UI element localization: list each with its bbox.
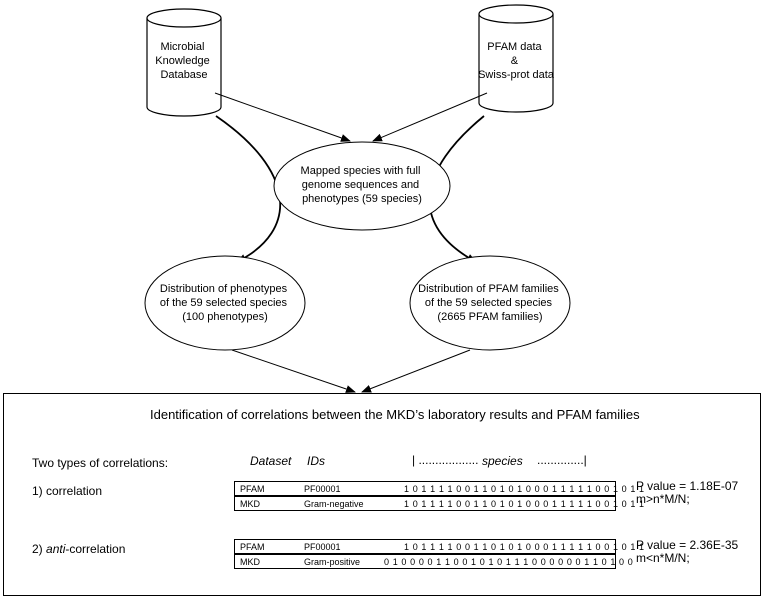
arrow-pfam-to-panel — [361, 349, 471, 393]
anti-correlation-row-mkd: MKD Gram-positive 0 1 0 0 0 0 1 1 0 0 1 … — [234, 554, 633, 569]
mapped-species-node: Mapped species with full genome sequence… — [273, 141, 451, 231]
arrow-phenotypes-to-panel — [231, 349, 356, 393]
svg-text:Mapped species with full: Mapped species with full genome sequence… — [301, 165, 424, 205]
row-bits: 1 0 1 1 1 1 0 0 1 1 0 1 0 1 0 0 0 1 1 1 … — [404, 484, 645, 494]
header-ids: IDs — [307, 454, 325, 468]
database-right-label: PFAM data & Swiss-prot data — [478, 41, 555, 81]
anti-correlation-condition: m<n*M/N; — [636, 551, 690, 565]
row-dataset: MKD — [240, 499, 260, 509]
header-species: species — [482, 454, 523, 468]
row-bits: 0 1 0 0 0 0 1 1 0 0 1 0 1 0 1 1 1 0 0 0 … — [384, 557, 634, 567]
pfam-distribution-node: Distribution of PFAM families of the 59 … — [409, 255, 571, 351]
row-id: PF00001 — [304, 484, 341, 494]
phenotype-distribution-node: Distribution of phenotypes of the 59 sel… — [144, 255, 306, 351]
database-left-label: Microbial Knowledge Database — [155, 41, 213, 81]
anti-correlation-pvalue: P value = 2.36E-35 — [636, 538, 739, 552]
panel-title: Identification of correlations between t… — [150, 407, 640, 422]
arrow-db-left-to-phenotypes — [215, 115, 282, 263]
svg-text:Distribution of PFAM families: Distribution of PFAM families of the 59 … — [418, 283, 562, 323]
svg-text:Distribution of phenotypes: Distribution of phenotypes of the 59 sel… — [160, 283, 290, 323]
row-bits: 1 0 1 1 1 1 0 0 1 1 0 1 0 1 0 0 0 1 1 1 … — [404, 499, 645, 509]
arrow-db-left-to-mapped — [214, 92, 351, 142]
anti-correlation-label: 2) anti-correlation — [32, 542, 126, 556]
arrow-db-right-to-mapped — [372, 92, 488, 142]
correlation-types-label: Two types of correlations: — [32, 456, 169, 470]
correlation-row-pfam: PFAM PF00001 1 0 1 1 1 1 0 0 1 1 0 1 0 1… — [234, 481, 644, 496]
row-id: Gram-positive — [304, 557, 361, 567]
correlation-pvalue: P value = 1.18E-07 — [636, 479, 739, 493]
row-dataset: PFAM — [240, 484, 265, 494]
row-dataset: MKD — [240, 557, 260, 567]
correlation-condition: m>n*M/N; — [636, 492, 690, 506]
header-species-left: | .................. — [412, 453, 479, 467]
correlation-panel: Identification of correlations between t… — [3, 393, 761, 596]
correlation-row-mkd: MKD Gram-negative 1 0 1 1 1 1 0 0 1 1 0 … — [234, 496, 644, 511]
header-species-right: ..............| — [537, 453, 587, 467]
anti-correlation-row-pfam: PFAM PF00001 1 0 1 1 1 1 0 0 1 1 0 1 0 1… — [234, 539, 644, 554]
row-bits: 1 0 1 1 1 1 0 0 1 1 0 1 0 1 0 0 0 1 1 1 … — [404, 542, 645, 552]
row-id: PF00001 — [304, 542, 341, 552]
database-cylinder-left: Microbial Knowledge Database — [146, 8, 222, 117]
correlation-label: 1) correlation — [32, 484, 103, 498]
row-id: Gram-negative — [304, 499, 364, 509]
database-cylinder-right: PFAM data & Swiss-prot data — [478, 4, 555, 113]
row-dataset: PFAM — [240, 542, 265, 552]
header-dataset: Dataset — [250, 454, 292, 468]
